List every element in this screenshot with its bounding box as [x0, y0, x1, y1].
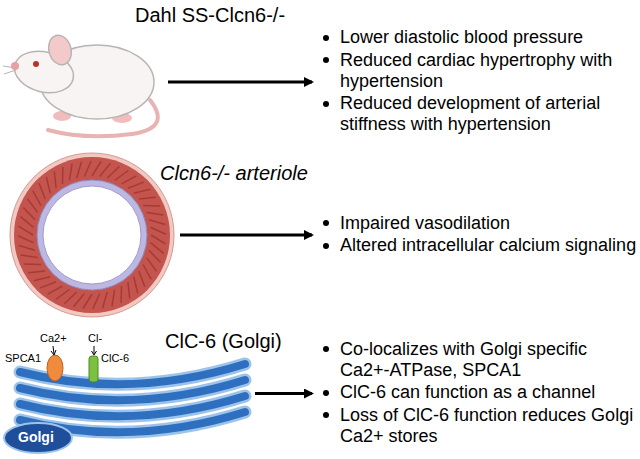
panel-title: Clcn6-/- arteriole [160, 162, 308, 185]
muscle-texture [34, 277, 51, 281]
muscle-texture [147, 258, 157, 272]
muscle-texture [112, 290, 115, 307]
part-label: SPCA1 [5, 352, 41, 364]
part-label: Cl- [88, 332, 102, 344]
illustration-node: Dahl SS-Clcn6-/- [8, 24, 168, 140]
flow-arrow [255, 392, 312, 395]
finding-text: Co-localizes with Golgi specific Ca2+-AT… [340, 339, 587, 380]
muscle-texture [46, 177, 50, 194]
muscle-texture [134, 277, 138, 294]
bullet-dot [323, 35, 329, 41]
bullet-item: Co-localizes with Golgi specific Ca2+-AT… [320, 339, 638, 381]
muscle-texture [122, 176, 137, 184]
muscle-texture [20, 217, 33, 228]
muscle-texture [28, 271, 45, 273]
bullet-dot [323, 220, 329, 226]
muscle-texture [19, 226, 34, 235]
muscle-texture [69, 164, 72, 181]
bullet-item: Reduced cardiac hypertrophy with hyperte… [320, 50, 638, 92]
muscle-texture [143, 265, 151, 280]
bullet-item: Reduced development of arterial stiffnes… [320, 93, 638, 135]
muscle-texture [77, 162, 82, 178]
muscle-texture [21, 255, 38, 258]
finding-text: Reduced cardiac hypertrophy with hyperte… [340, 50, 612, 91]
muscle-texture [64, 292, 76, 304]
panel-title: ClC-6 (Golgi) [165, 330, 282, 353]
part-label: Ca2+ [40, 332, 67, 344]
muscle-texture [56, 290, 70, 300]
arteriole-illustration [0, 140, 185, 325]
muscle-texture [100, 163, 111, 176]
bullet-item: Altered intracellular calcium signaling [320, 235, 638, 256]
flow-arrow [168, 81, 312, 84]
muscle-texture [149, 250, 161, 262]
bullet-item: ClC-6 can function as a channel [320, 382, 638, 403]
finding-text: Lower diastolic blood pressure [340, 27, 583, 47]
finding-text: Altered intracellular calcium signaling [340, 235, 636, 255]
muscle-texture [128, 282, 130, 299]
muscle-texture [48, 286, 63, 294]
muscle-texture [151, 235, 166, 244]
finding-list: Lower diastolic blood pressureReduced ca… [312, 27, 638, 136]
bullet-item: Impaired vasodilation [320, 213, 638, 234]
muscle-texture [23, 207, 35, 219]
bullet-dot [323, 412, 329, 418]
muscle-texture [24, 263, 41, 265]
muscle-texture [107, 166, 119, 178]
muscle-texture [92, 162, 101, 177]
muscle-texture [128, 182, 144, 188]
part-label: ClC-6 [101, 352, 129, 364]
muscle-texture [134, 189, 151, 193]
muscle-texture [39, 183, 45, 199]
muscle-texture [54, 171, 56, 188]
muscle-texture [28, 199, 38, 213]
muscle-texture [149, 220, 165, 225]
muscle-texture [40, 282, 56, 288]
finding-text: Loss of ClC-6 function reduces Golgi Ca2… [340, 405, 633, 446]
finding-text: Impaired vasodilation [340, 213, 510, 233]
muscle-texture [33, 191, 41, 206]
muscle-texture [115, 171, 129, 181]
panel-title: Dahl SS-Clcn6-/- [135, 4, 285, 27]
bullet-dot [323, 101, 329, 107]
muscle-texture [83, 294, 92, 309]
muscle-texture [103, 292, 108, 308]
bullet-item: Lower diastolic blood pressure [320, 27, 638, 48]
finding-text: Reduced development of arterial stiffnes… [340, 93, 600, 134]
flow-arrow [180, 234, 312, 237]
muscle-texture [18, 236, 34, 243]
muscle-texture [139, 197, 156, 199]
muscle-texture [74, 294, 85, 307]
part-label: Golgi [18, 429, 54, 445]
bullet-dot [323, 57, 329, 63]
muscle-texture [93, 294, 100, 310]
muscle-texture [84, 161, 91, 177]
bullet-dot [323, 390, 329, 396]
bullet-dot [323, 243, 329, 249]
finding-list: Impaired vasodilationAltered intracellul… [312, 213, 638, 257]
muscle-texture [143, 205, 160, 207]
muscle-texture [147, 212, 164, 215]
finding-text: ClC-6 can function as a channel [340, 382, 595, 402]
muscle-texture [62, 167, 64, 184]
muscle-texture [120, 286, 122, 303]
finding-list: Co-localizes with Golgi specific Ca2+-AT… [312, 339, 638, 448]
muscle-texture [151, 243, 164, 254]
muscle-texture [19, 246, 35, 251]
muscle-texture [139, 271, 145, 287]
bullet-dot [323, 346, 329, 352]
bullet-item: Loss of ClC-6 function reduces Golgi Ca2… [320, 405, 638, 447]
muscle-texture [151, 227, 167, 234]
illustration-node: Clcn6-/- arteriole [5, 150, 180, 320]
